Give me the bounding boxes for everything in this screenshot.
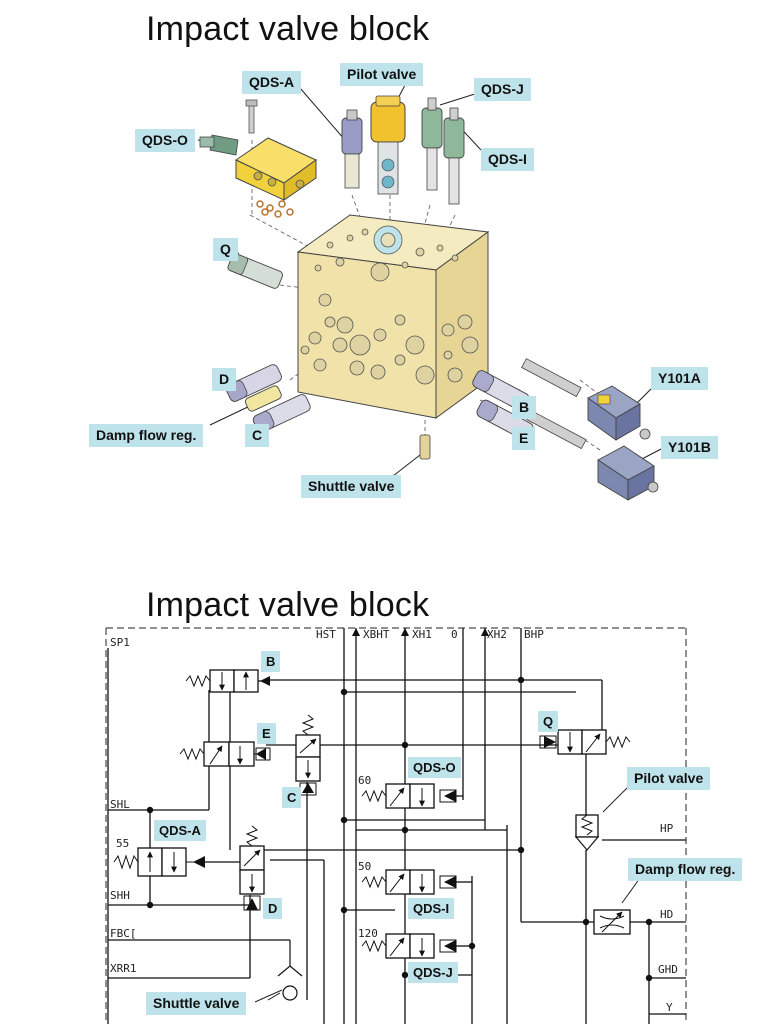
port-xrr1: XRR1 <box>110 962 137 975</box>
port-xh1: XH1 <box>412 628 432 641</box>
port-shh: SHH <box>110 889 130 902</box>
spring-value-55: 55 <box>116 837 129 850</box>
label-d-schematic: D <box>263 898 283 919</box>
top-title: Impact valve block <box>146 10 430 48</box>
label-q-schematic: Q <box>538 711 559 732</box>
label-b-top: B <box>512 396 537 419</box>
bottom-title: Impact valve block <box>146 586 430 624</box>
port-bhp: BHP <box>524 628 544 641</box>
label-qds-o-schematic: QDS-O <box>408 757 461 778</box>
label-e-top: E <box>512 427 536 450</box>
label-qds-i-schematic: QDS-I <box>408 898 455 919</box>
label-qds-a-top: QDS-A <box>242 71 302 94</box>
label-damp-flow-reg-schematic: Damp flow reg. <box>628 858 743 881</box>
spring-value-60: 60 <box>358 774 371 787</box>
label-e-schematic: E <box>257 723 276 744</box>
port-sp1: SP1 <box>110 636 130 649</box>
label-shuttle-valve-top: Shuttle valve <box>301 475 402 498</box>
port-shl: SHL <box>110 798 130 811</box>
port-y: Y <box>666 1001 673 1014</box>
label-pilot-valve-top: Pilot valve <box>340 63 424 86</box>
spring-value-50: 50 <box>358 860 371 873</box>
port-zero: 0 <box>451 628 458 641</box>
port-xh2: XH2 <box>487 628 507 641</box>
port-xbht: XBHT <box>363 628 390 641</box>
port-hp: HP <box>660 822 674 835</box>
label-b-schematic: B <box>261 651 281 672</box>
label-qds-j-top: QDS-J <box>474 78 531 101</box>
label-qds-o-top: QDS-O <box>135 129 195 152</box>
label-c-top: C <box>245 424 270 447</box>
label-q-top: Q <box>213 238 238 261</box>
label-d-top: D <box>212 368 237 391</box>
label-qds-i-top: QDS-I <box>481 148 534 171</box>
label-y101b-top: Y101B <box>661 436 718 459</box>
hydraulic-schematic: SP1 SHL SHH FBC[ XRR1 HST XBHT XH1 0 XH2… <box>105 627 687 1024</box>
label-qds-a-schematic: QDS-A <box>154 820 206 841</box>
label-y101a-top: Y101A <box>651 367 708 390</box>
label-pilot-valve-schematic: Pilot valve <box>627 767 711 790</box>
label-qds-j-schematic: QDS-J <box>408 962 458 983</box>
port-hd: HD <box>660 908 673 921</box>
port-ghd: GHD <box>658 963 678 976</box>
spring-value-120: 120 <box>358 927 378 940</box>
label-shuttle-valve-schematic: Shuttle valve <box>146 992 247 1015</box>
port-fbc: FBC[ <box>110 927 137 940</box>
port-hst: HST <box>316 628 336 641</box>
label-c-schematic: C <box>282 787 302 808</box>
label-damp-flow-reg-top: Damp flow reg. <box>89 424 204 447</box>
